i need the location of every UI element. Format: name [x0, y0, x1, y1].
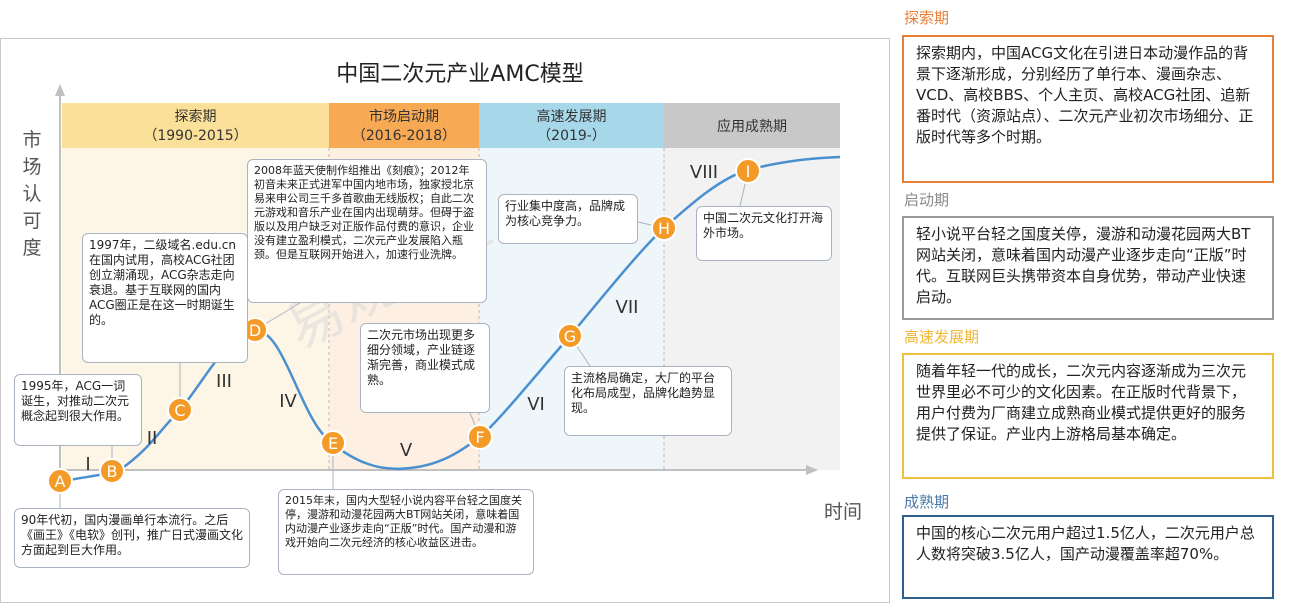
side-panel-title-mature: 成熟期 — [904, 493, 950, 511]
phase-name-2: 高速发展期 — [537, 108, 607, 125]
phase-years-0: （1990-2015） — [143, 128, 247, 144]
stage-numeral-4: IV — [279, 391, 297, 412]
x-axis-arrow — [806, 465, 818, 475]
side-panel-mature: 中国的核心二次元用户超过1.5亿人，二次元用户总人数将突破3.5亿人，国产动漫覆… — [902, 515, 1274, 599]
marker-label-f: F — [475, 428, 484, 447]
side-panel-title-exploration: 探索期 — [904, 9, 950, 27]
phase-header-0 — [62, 103, 329, 148]
phase-header-3 — [664, 103, 840, 148]
phase-name-1: 市场启动期 — [369, 108, 439, 125]
marker-label-e: E — [328, 434, 338, 453]
y-axis-arrow — [55, 84, 65, 96]
marker-label-g: G — [564, 327, 576, 346]
stage-numeral-2: II — [147, 428, 158, 449]
callout-g: 主流格局确定，大厂的平台化布局成型，品牌化趋势显现。 — [564, 366, 732, 436]
stage-numeral-7: VII — [616, 297, 639, 318]
callout-e: 2015年末，国内大型轻小说内容平台轻之国度关停，漫游和动漫花园两大BT网站关闭… — [278, 489, 534, 575]
y-axis-label: 市场认可度 — [22, 129, 42, 259]
phase-years-1: （2016-2018） — [352, 128, 456, 144]
x-axis-label: 时间 — [824, 501, 863, 523]
callout-i: 中国二次元文化打开海外市场。 — [696, 206, 832, 261]
phase-name-0: 探索期 — [175, 108, 217, 125]
marker-a — [47, 468, 73, 494]
callout-b: 1995年，ACG一词诞生，对推动二次元概念起到很大作用。 — [14, 374, 142, 446]
marker-b — [99, 458, 125, 484]
marker-g — [557, 323, 583, 349]
marker-h — [651, 215, 677, 241]
phase-name-3: 应用成熟期 — [717, 118, 787, 135]
curve-markers: A B C D E F G H I — [47, 158, 761, 494]
callout-c: 1997年，二级域名.edu.cn在国内试用，高校ACG社团创立潮涌现，ACG杂… — [82, 233, 248, 363]
marker-label-i: I — [746, 162, 751, 181]
marker-label-a: A — [55, 472, 66, 491]
phase-years-2: （2019-） — [537, 128, 606, 144]
marker-label-b: B — [107, 462, 118, 481]
diagram-title: 中国二次元产业AMC模型 — [336, 62, 584, 87]
marker-label-d: D — [249, 321, 261, 340]
side-panel-launch: 轻小说平台轻之国度关停，漫游和动漫花园两大BT网站关闭，意味着国内动漫产业逐步走… — [902, 216, 1274, 320]
stage-numeral-3: III — [216, 371, 232, 392]
stage-numeral-8: VIII — [690, 162, 718, 183]
marker-c — [167, 397, 193, 423]
callout-a: 90年代初，国内漫画单行本流行。之后《画王》《电软》创刊，推广日式漫画文化方面起… — [14, 508, 250, 568]
marker-label-h: H — [658, 219, 670, 238]
marker-f — [467, 424, 493, 450]
phase-header-1 — [329, 103, 479, 148]
side-panel-title-launch: 启动期 — [904, 191, 950, 209]
marker-label-c: C — [174, 401, 185, 420]
side-panel-growth: 随着年轻一代的成长，二次元内容逐渐成为三次元世界里必不可少的文化因素。在正版时代… — [902, 353, 1274, 479]
side-panel-title-growth: 高速发展期 — [904, 328, 980, 346]
phase-header-2 — [479, 103, 664, 148]
callout-d: 2008年蓝天使制作组推出《刻痕》；2012年初音未来正式进军中国内地市场，独家… — [247, 159, 487, 303]
marker-i — [735, 158, 761, 184]
marker-e — [320, 430, 346, 456]
callout-f: 二次元市场出现更多细分领域，产业链逐渐完善，商业模式成熟。 — [360, 323, 490, 413]
stage-numeral-6: VI — [527, 394, 545, 415]
callout-h: 行业集中度高，品牌成为核心竞争力。 — [498, 194, 638, 244]
side-panel-exploration: 探索期内，中国ACG文化在引进日本动漫作品的背景下逐渐形成，分别经历了单行本、漫… — [902, 35, 1274, 183]
stage-numeral-1: I — [85, 454, 90, 475]
stage-numeral-5: V — [400, 440, 413, 461]
